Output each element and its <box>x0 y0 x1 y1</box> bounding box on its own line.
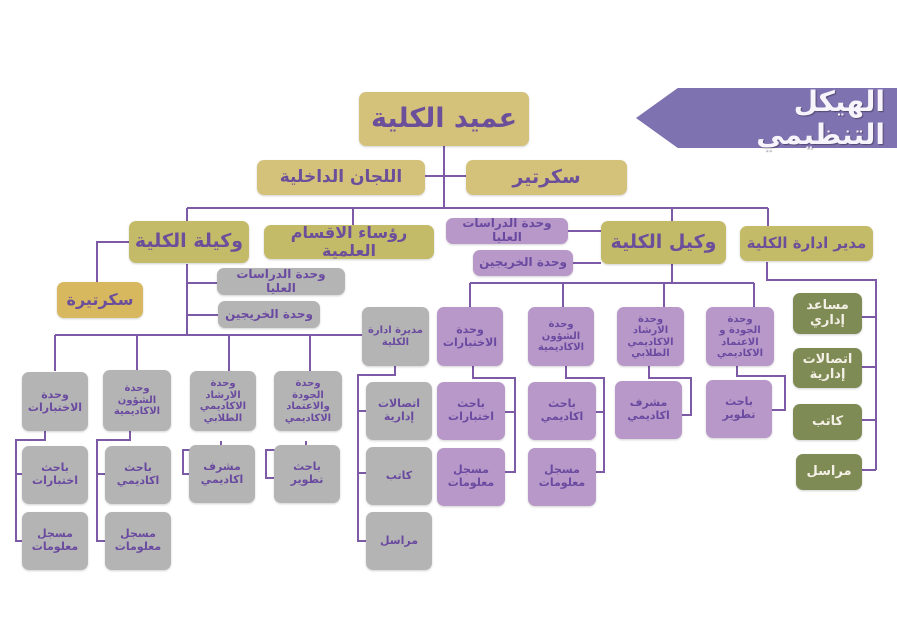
node-fvd-exams-researcher: باحث اختبارات <box>22 446 88 504</box>
node-fvd-quality-unit: وحدة الجودة والاعتماد الاكاديمي <box>274 371 342 431</box>
node-vd-academic-researcher: باحث اكاديمي <box>528 382 596 440</box>
node-vd-academic-affairs-unit: وحدة الشؤون الاكاديمية <box>528 307 594 366</box>
node-vd-development-researcher: باحث تطوير <box>706 380 772 438</box>
node-secretary: سكرتير <box>466 160 627 195</box>
node-department-heads: رؤساء الاقسام العلمية <box>264 223 434 260</box>
node-vice-dean: وكيل الكلية <box>601 221 726 264</box>
node-fvd-academic-supervisor: مشرف اكاديمي <box>189 445 255 503</box>
node-vd-info-registrar-1: مسجل معلومات <box>437 448 505 506</box>
title-banner: الهيكل التنظيمي <box>636 85 897 151</box>
node-admin-communications: اتصالات إدارية <box>793 348 862 388</box>
node-fvd-info-registrar-2: مسجل معلومات <box>105 512 171 570</box>
node-fad-clerk: كاتب <box>366 447 432 505</box>
node-fvd-graduates: وحدة الخريجين <box>218 301 320 328</box>
arrow-banner-shape <box>636 88 897 148</box>
node-fvd-academic-affairs-unit: وحدة الشؤون الاكاديمية <box>103 370 171 431</box>
node-internal-committees: اللجان الداخلية <box>257 160 425 195</box>
node-vd-info-registrar-2: مسجل معلومات <box>528 448 596 506</box>
node-female-vice-dean: وكيلة الكلية <box>129 221 249 263</box>
node-admin-assistant: مساعد إداري <box>793 293 862 334</box>
node-admin-courier: مراسل <box>796 454 862 490</box>
chart-title: الهيكل التنظيمي <box>756 85 885 151</box>
node-vd-graduate-studies: وحدة الدراسات العليا <box>446 216 568 244</box>
node-fad-communications: اتصالات إدارية <box>366 382 432 440</box>
node-vd-guidance-unit: وحدة الارشاد الاكاديمي الطلابي <box>617 307 684 366</box>
node-vd-academic-supervisor: مشرف اكاديمي <box>615 381 682 439</box>
node-dean: عميد الكلية <box>359 92 529 146</box>
node-female-admin-director: مديرة ادارة الكلية <box>362 307 429 366</box>
node-vd-graduates: وحدة الخريجين <box>473 250 573 276</box>
node-college-admin-director: مدير ادارة الكلية <box>740 226 873 261</box>
node-fvd-info-registrar-1: مسجل معلومات <box>22 512 88 570</box>
node-fvd-development-researcher: باحث تطوير <box>274 445 340 503</box>
node-fad-courier: مراسل <box>366 512 432 570</box>
node-fvd-exams-unit: وحدة الاختبارات <box>22 372 88 431</box>
node-admin-clerk: كاتب <box>793 404 862 440</box>
node-vd-quality-unit: وحدة الجودة و الاعتماد الاكاديمي <box>706 307 774 366</box>
node-vd-exams-unit: وحدة الاختبارات <box>437 307 503 366</box>
node-vd-exams-researcher: باحث اختبارات <box>437 382 505 440</box>
node-fvd-guidance-unit: وحدة الارشاد الاكاديمي الطلابي <box>190 371 256 431</box>
node-female-secretary: سكرتيرة <box>57 282 143 318</box>
node-fvd-graduate-studies: وحدة الدراسات العليا <box>217 267 345 295</box>
node-fvd-academic-researcher: باحث اكاديمي <box>105 446 171 504</box>
